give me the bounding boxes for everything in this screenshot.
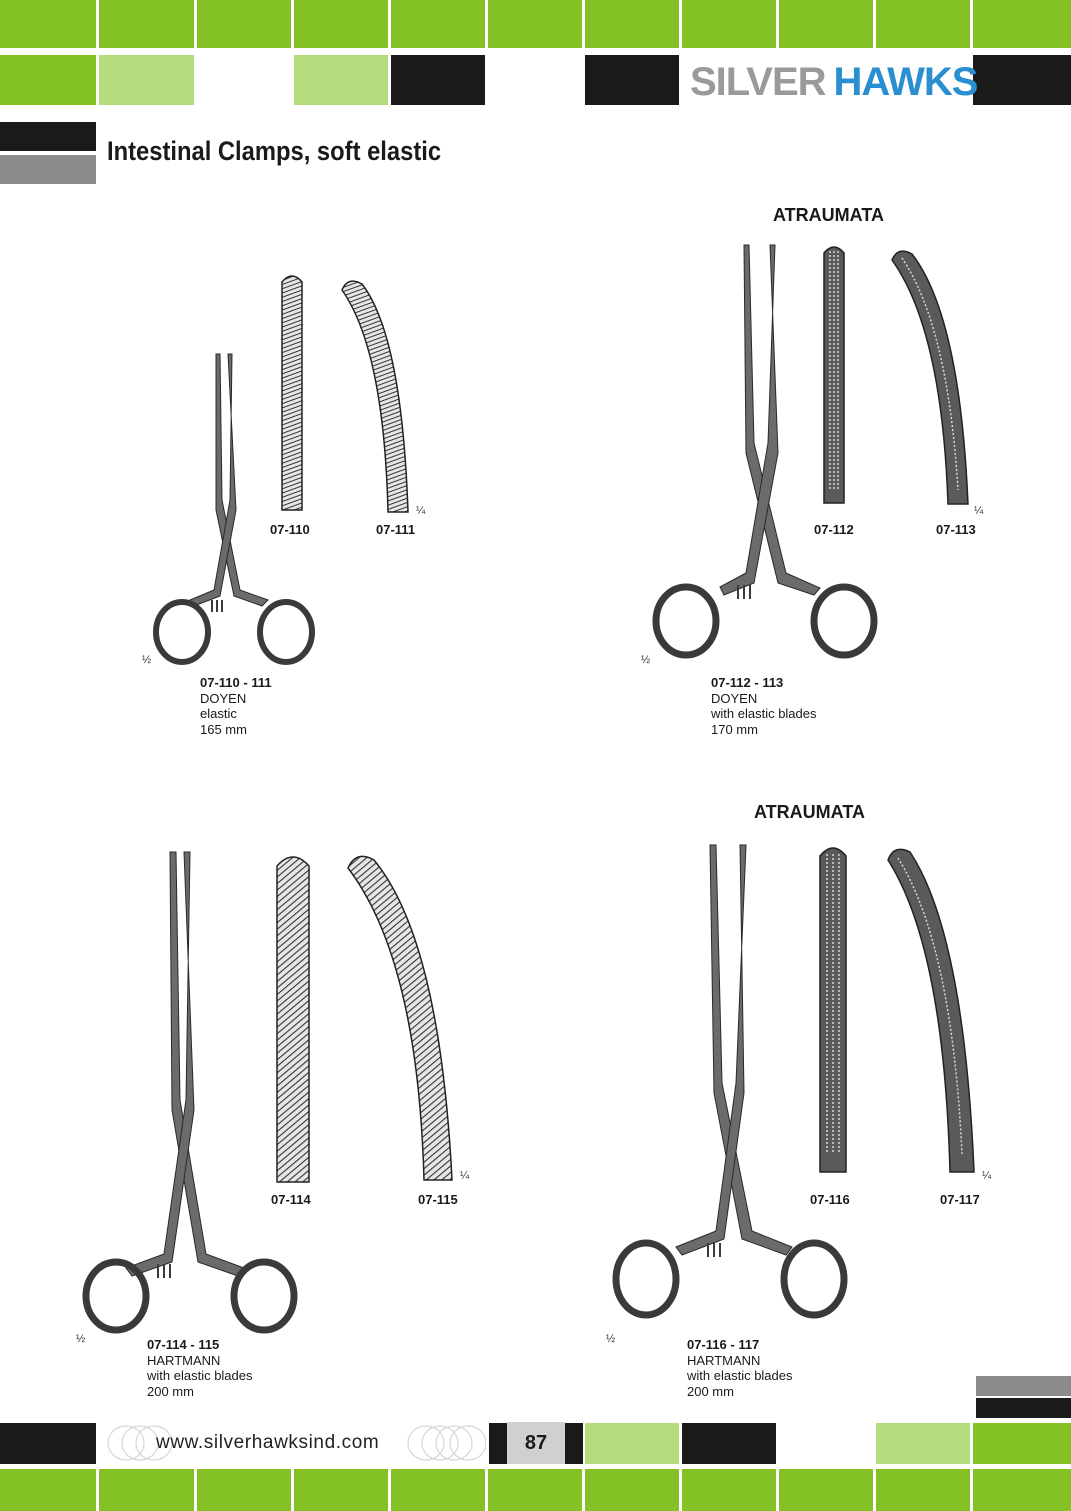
footer-tile xyxy=(585,1423,679,1464)
header-tile xyxy=(585,0,679,48)
footer-tile xyxy=(99,1469,194,1511)
curved-jaw-illustration xyxy=(891,250,969,505)
footer-tile xyxy=(0,1423,96,1464)
product-code: 07-114 - 115 xyxy=(147,1337,220,1352)
logo-hawks-text: HAWKS xyxy=(833,60,979,104)
product-code: 07-112 - 113 xyxy=(711,675,784,690)
header-tile xyxy=(294,0,388,48)
straight-jaw-illustration xyxy=(276,856,310,1183)
footer-tile xyxy=(197,1469,291,1511)
header-tile xyxy=(779,0,873,48)
header-tile xyxy=(0,0,96,48)
footer-tile xyxy=(876,1469,970,1511)
header-tile xyxy=(294,55,388,105)
jaw-code: 07-110 xyxy=(270,522,310,537)
website-link[interactable]: www.silverhawksind.com xyxy=(96,1423,486,1463)
footer-tile xyxy=(488,1469,582,1511)
scale-label: ½ xyxy=(606,1333,616,1345)
curved-jaw-illustration xyxy=(347,855,453,1181)
header-tile xyxy=(585,55,679,105)
product-size: 170 mm xyxy=(711,721,758,737)
footer-tile xyxy=(585,1469,679,1511)
header-tile xyxy=(973,0,1071,48)
jaw-code: 07-117 xyxy=(940,1192,980,1207)
footer-tile xyxy=(391,1469,485,1511)
product-description: 07-114 - 115 HARTMANN with elastic blade… xyxy=(147,1337,253,1399)
footer-tile xyxy=(682,1469,776,1511)
product-size: 165 mm xyxy=(200,721,247,737)
product-size: 200 mm xyxy=(147,1383,194,1399)
product-description: 07-116 - 117 HARTMANN with elastic blade… xyxy=(687,1337,793,1399)
title-marker-gray xyxy=(0,155,96,184)
scale-label: ¼ xyxy=(416,505,426,517)
header-tile xyxy=(0,55,96,105)
product-detail: with elastic blades xyxy=(147,1368,253,1383)
forceps-illustration xyxy=(153,353,315,665)
header-tile xyxy=(197,0,291,48)
footer-tile xyxy=(294,1469,388,1511)
product-description: 07-110 - 111 DOYEN elastic 165 mm xyxy=(200,675,272,737)
title-marker-dark xyxy=(0,122,96,151)
side-tab-gray xyxy=(976,1376,1071,1396)
website-url: www.silverhawksind.com xyxy=(156,1432,380,1453)
header-tile xyxy=(391,0,485,48)
page-title: Intestinal Clamps, soft elastic xyxy=(107,136,442,166)
jaw-code: 07-115 xyxy=(418,1192,458,1207)
footer-tile xyxy=(682,1423,776,1464)
header-tile xyxy=(99,55,194,105)
product-detail: with elastic blades xyxy=(711,706,817,721)
scale-label: ½ xyxy=(641,654,651,666)
jaw-code: 07-116 xyxy=(810,1192,850,1207)
product-name: DOYEN xyxy=(200,690,247,706)
product-detail: with elastic blades xyxy=(687,1368,793,1383)
footer-tile xyxy=(779,1469,873,1511)
product-size: 200 mm xyxy=(687,1383,734,1399)
scale-label: ¼ xyxy=(974,505,984,517)
product-name: HARTMANN xyxy=(687,1352,761,1368)
header-tile xyxy=(973,55,1071,105)
jaw-code: 07-111 xyxy=(376,522,416,537)
curved-jaw-illustration xyxy=(887,848,975,1173)
product-detail: elastic xyxy=(200,706,237,721)
forceps-illustration xyxy=(652,244,878,659)
header-tile xyxy=(99,0,194,48)
straight-jaw-illustration xyxy=(281,275,303,511)
footer-tile xyxy=(973,1423,1071,1464)
side-tab-dark xyxy=(976,1398,1071,1418)
product-code: 07-110 - 111 xyxy=(200,675,272,690)
straight-jaw-illustration xyxy=(823,246,845,504)
footer-tile xyxy=(565,1423,583,1464)
jaw-code: 07-113 xyxy=(936,522,976,537)
header-tile xyxy=(682,0,776,48)
header-tile xyxy=(488,0,582,48)
scale-label: ½ xyxy=(76,1333,86,1345)
scale-label: ¼ xyxy=(982,1170,992,1182)
atraumata-badge: ATRAUMATA xyxy=(773,205,884,225)
straight-jaw-illustration xyxy=(819,847,847,1173)
header-tile xyxy=(391,55,485,105)
footer-tile xyxy=(0,1469,96,1511)
jaw-code: 07-114 xyxy=(271,1192,311,1207)
footer-tile xyxy=(973,1469,1071,1511)
curved-jaw-illustration xyxy=(341,280,409,513)
scale-label: ½ xyxy=(142,654,152,666)
product-description: 07-112 - 113 DOYEN with elastic blades 1… xyxy=(711,675,817,737)
footer-tile xyxy=(876,1423,970,1464)
atraumata-badge: ATRAUMATA xyxy=(754,802,865,822)
footer-tile xyxy=(489,1423,507,1464)
product-name: DOYEN xyxy=(711,690,758,706)
product-code: 07-116 - 117 xyxy=(687,1337,760,1352)
forceps-illustration xyxy=(612,844,848,1319)
header-tile xyxy=(876,0,970,48)
page-number: 87 xyxy=(507,1422,565,1464)
jaw-code: 07-112 xyxy=(814,522,854,537)
footer-decoration xyxy=(107,1425,486,1461)
forceps-illustration xyxy=(82,851,298,1334)
scale-label: ¼ xyxy=(460,1170,470,1182)
logo-silver-text: SILVER xyxy=(690,60,827,104)
product-name: HARTMANN xyxy=(147,1352,221,1368)
